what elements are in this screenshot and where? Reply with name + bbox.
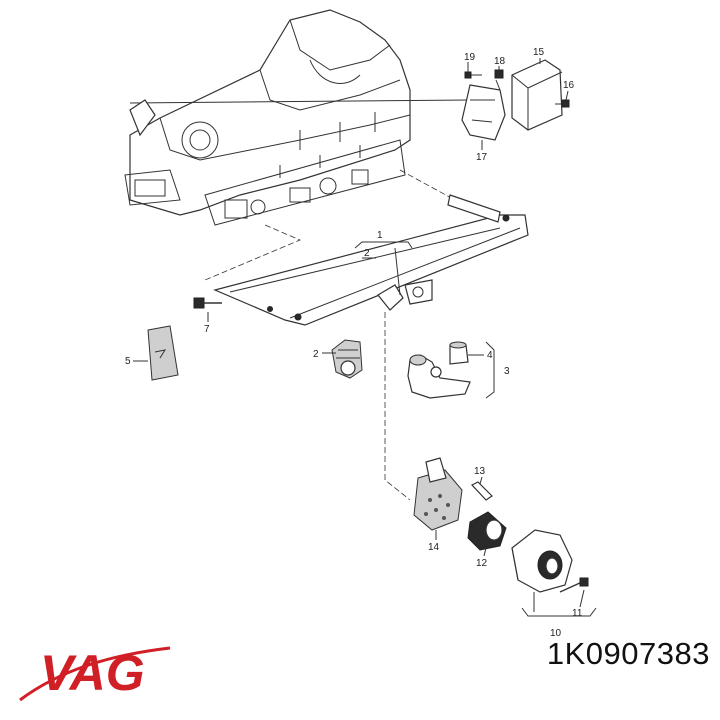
- bolt-19: [464, 71, 482, 79]
- callout-12: 12: [476, 558, 488, 569]
- callout-15: 15: [533, 47, 545, 58]
- contact-insert-12: [467, 511, 507, 551]
- side-bracket: [129, 99, 156, 137]
- callout-17: 17: [476, 152, 488, 163]
- callout-2-lower: 2: [313, 349, 319, 360]
- trailer-socket-10: [511, 529, 573, 593]
- pin-13: [471, 481, 493, 501]
- callout-16: 16: [563, 80, 575, 91]
- tow-ball-3: [407, 354, 471, 399]
- callout-14: 14: [428, 542, 440, 553]
- assembly-line: [399, 169, 456, 201]
- bolt-7: [193, 297, 222, 309]
- assembly-line: [384, 312, 411, 501]
- control-module-15: [511, 59, 563, 131]
- assembly-line: [204, 224, 302, 281]
- vag-logo: VAG: [19, 645, 171, 702]
- screw-11: [559, 577, 589, 593]
- callout-18: 18: [494, 56, 506, 67]
- callout-4: 4: [487, 350, 493, 361]
- screw-16: [555, 99, 570, 108]
- tow-bar-crossmember: [213, 194, 529, 326]
- cap-4: [449, 341, 469, 365]
- callout-10: 10: [550, 628, 562, 639]
- gasket-14: [413, 457, 463, 531]
- callout-2-top: 2: [364, 248, 370, 259]
- socket-housing-2: [331, 339, 363, 379]
- part-number: 1K0907383: [546, 636, 710, 671]
- callout-19: 19: [464, 52, 476, 63]
- callout-3: 3: [504, 366, 510, 377]
- bracket-assembly-17: [461, 84, 506, 141]
- callout-11: 11: [572, 608, 583, 619]
- vehicle-rear-body: [124, 9, 411, 226]
- leader-line: [129, 99, 471, 104]
- callout-13: 13: [474, 466, 486, 477]
- callout-labels: 1 2 2 3 4 5 7 10 11 12 13 14: [125, 47, 597, 639]
- brand-name: VAG: [40, 645, 145, 701]
- callout-7: 7: [204, 324, 210, 335]
- callout-5: 5: [125, 356, 131, 367]
- hardware-bag-5: [147, 325, 179, 381]
- nut-18: [494, 69, 504, 91]
- callout-1: 1: [377, 230, 383, 241]
